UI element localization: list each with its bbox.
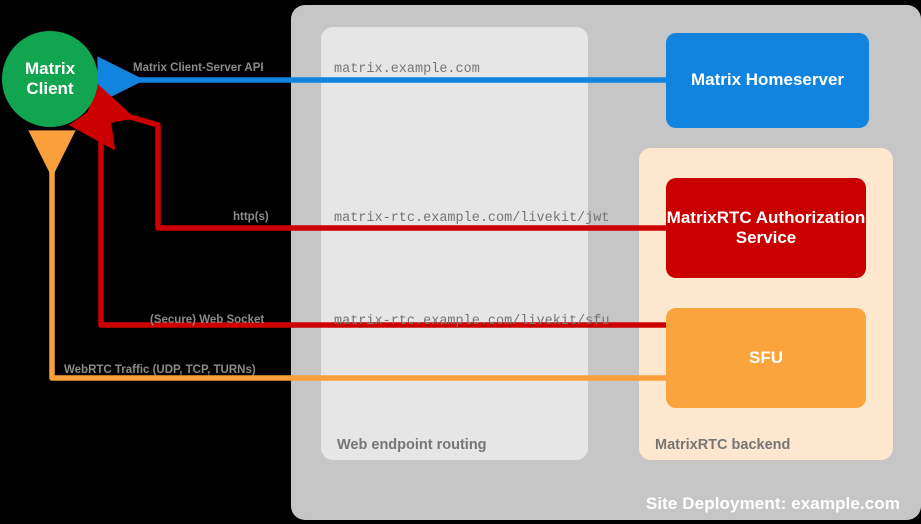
edge-https: [83, 82, 666, 231]
matrix-homeserver-label: Matrix Homeserver: [690, 70, 845, 90]
sfu-label: SFU: [749, 347, 783, 367]
node-matrixrtc-authorization-service[interactable]: MatrixRTC Authorization Service: [666, 178, 866, 278]
group-label-web-endpoint-routing: Web endpoint routing: [337, 437, 487, 453]
matrix-client-label-line1: Matrix: [24, 59, 76, 79]
matrix-client-label-line2: Client: [26, 79, 74, 98]
edge-secure-web-socket: [68, 98, 666, 328]
matrixrtc-authorization-service-label: MatrixRTC Authorization Service: [666, 207, 866, 247]
node-matrix-homeserver[interactable]: Matrix Homeserver: [666, 33, 869, 128]
site-deployment-label: Site Deployment: example.com: [645, 494, 900, 513]
url-label-livekit-jwt: matrix-rtc.example.com/livekit/jwt: [334, 211, 610, 226]
edge-label-client-server-api: Matrix Client-Server API: [133, 62, 264, 74]
group-label-matrixrtc-backend: MatrixRTC backend: [655, 437, 791, 453]
url-label-homeserver: matrix.example.com: [334, 62, 480, 77]
edge-label-https: http(s): [233, 211, 269, 223]
node-sfu[interactable]: SFU: [666, 308, 866, 408]
edge-webrtc-traffic: [28, 130, 666, 381]
web-endpoint-routing-group: [321, 27, 588, 460]
node-matrix-client[interactable]: Matrix Client: [2, 31, 98, 127]
edge-label-secure-web-socket: (Secure) Web Socket: [150, 314, 265, 326]
edge-label-webrtc-traffic: WebRTC Traffic (UDP, TCP, TURNs): [64, 364, 256, 376]
url-label-livekit-sfu: matrix-rtc.example.com/livekit/sfu: [334, 314, 610, 329]
